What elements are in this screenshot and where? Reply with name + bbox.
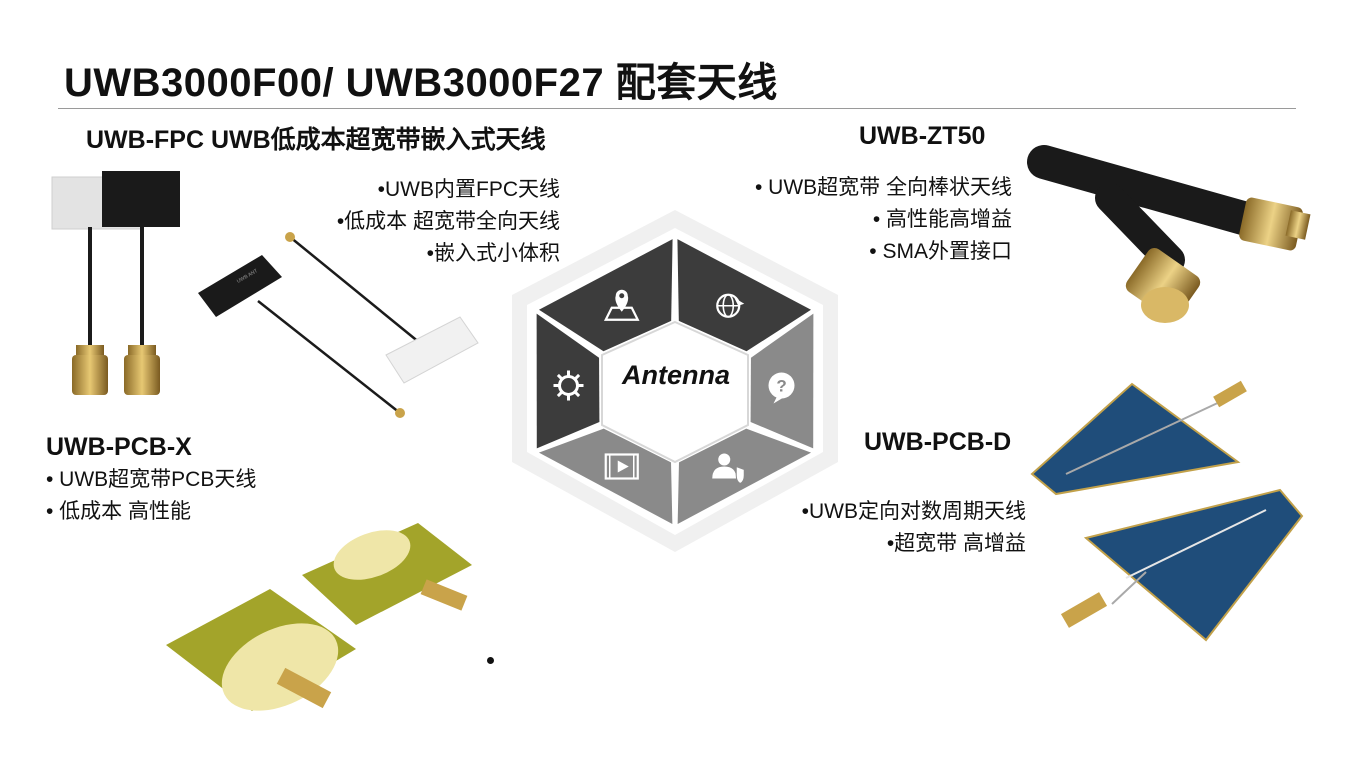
pcbx-bullet: • UWB超宽带PCB天线 [46, 468, 257, 491]
pcbd-bullet: •超宽带 高增益 [886, 532, 1026, 555]
pcbd-heading: UWB-PCB-D [864, 428, 1012, 456]
pcbx-antenna-photo [166, 523, 472, 711]
fpc-antenna-photo [51, 171, 180, 395]
title-divider [58, 108, 1296, 109]
pcbd-antenna-photo [1030, 380, 1304, 642]
map-pin-icon [603, 289, 640, 321]
question-bubble-icon: ? [768, 372, 795, 404]
zt50-heading: UWB-ZT50 [859, 122, 986, 150]
fpc-heading: UWB-FPC UWB低成本超宽带嵌入式天线 [86, 126, 546, 154]
hexagon-segment [536, 313, 600, 449]
fpc-bullets: •UWB内置FPC天线 •低成本 超宽带全向天线 •嵌入式小体积 [270, 174, 560, 270]
fpc-bullet: •嵌入式小体积 [426, 242, 560, 265]
zt50-antenna-photo [1027, 145, 1311, 323]
fpc-bullet: •UWB内置FPC天线 [377, 178, 560, 201]
page-title: UWB3000F00/ UWB3000F27 配套天线 [64, 61, 778, 105]
hexagon-segment [538, 239, 673, 352]
pcbx-bullet: • 低成本 高性能 [46, 500, 192, 523]
stray-bullet-dot [487, 657, 494, 664]
hexagon-center [601, 320, 749, 464]
antenna-hexagon-diagram: Antenna ? [512, 210, 838, 552]
hexagon-segment [677, 239, 812, 352]
zt50-bullet: • UWB超宽带 全向棒状天线 [754, 176, 1012, 199]
pcbd-bullets: •UWB定向对数周期天线 •超宽带 高增益 [720, 496, 1026, 560]
zt50-bullets: • UWB超宽带 全向棒状天线 • 高性能高增益 • SMA外置接口 [700, 172, 1012, 268]
zt50-bullet: • 高性能高增益 [872, 208, 1012, 231]
fpc-bullet: •低成本 超宽带全向天线 [336, 210, 560, 233]
pcbx-bullets: • UWB超宽带PCB天线 • 低成本 高性能 [46, 464, 256, 528]
film-play-icon [604, 453, 639, 480]
gear-sun-icon [553, 370, 584, 401]
hexagon-center-label: Antenna [621, 360, 730, 390]
fpc-flat-antenna-photo: UWB ANT [198, 232, 479, 418]
zt50-bullet: • SMA外置接口 [869, 240, 1012, 263]
pcbx-heading: UWB-PCB-X [46, 433, 192, 461]
svg-text:?: ? [776, 377, 786, 396]
pcbd-bullet: •UWB定向对数周期天线 [801, 500, 1026, 523]
globe-plane-icon [716, 293, 745, 318]
person-shield-icon [712, 453, 745, 485]
